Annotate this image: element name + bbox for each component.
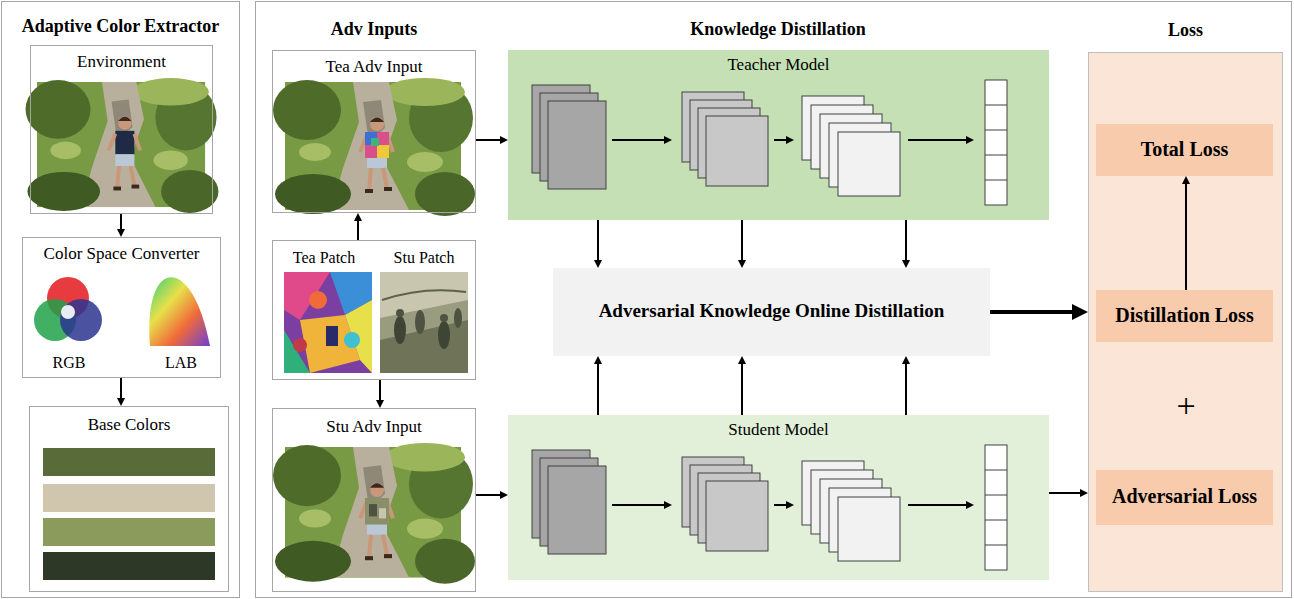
node-text: Adversarial Loss [1112, 485, 1257, 507]
process-box: Adversarial Knowledge Online Distillatio… [553, 268, 990, 356]
node-text: LAB [165, 354, 197, 371]
text-slot: LAB [155, 354, 207, 372]
text-slot: Adv Inputs [273, 19, 475, 40]
loss-box: Adversarial Loss [1096, 470, 1273, 525]
arrow [476, 494, 500, 496]
image-box: Stu Adv Input [272, 408, 476, 592]
arrow [597, 364, 599, 415]
model-band: Student Model [508, 415, 1049, 580]
node-text: Adaptive Color Extractor [22, 16, 220, 36]
arrow [1049, 492, 1080, 494]
arrow [379, 380, 381, 400]
column-heading: Knowledge Distillation [690, 19, 866, 39]
node-text: Teacher Model [727, 55, 829, 74]
text-slot: Color Space Converter [23, 244, 220, 264]
text-slot: + [1160, 386, 1212, 425]
node-text: Environment [77, 52, 166, 71]
text-slot: Environment [31, 52, 212, 72]
text-slot: Distillation Loss [1096, 304, 1273, 327]
band-fill [1088, 52, 1283, 592]
arrow [476, 139, 500, 141]
node-text: Tea Patch [293, 249, 355, 266]
loss-box: Total Loss [1096, 124, 1273, 176]
model-band: Teacher Model [508, 50, 1049, 220]
panel: Adaptive Color ExtractorEnvironmentColor… [1, 1, 240, 598]
text-slot: Adaptive Color Extractor [2, 16, 239, 37]
text-slot: Knowledge Distillation [560, 19, 996, 40]
text-slot: Total Loss [1096, 138, 1273, 161]
arrow [120, 378, 122, 398]
image-box: Color Space ConverterRGB LAB [22, 237, 221, 378]
arrow [120, 214, 122, 229]
image-box: Base Colors [29, 406, 229, 592]
column-heading: Adv Inputs [331, 19, 418, 39]
text-slot: RGB [43, 354, 95, 372]
node-text: RGB [53, 354, 86, 371]
text-slot: Adversarial Loss [1096, 485, 1273, 508]
node-text: Student Model [728, 420, 829, 439]
image-box: Tea Adv Input [272, 50, 476, 213]
loss-panel: LossTotal LossDistillation LossAdversari… [1088, 52, 1283, 592]
text-slot: Tea Adv Input [273, 57, 475, 77]
node-text: Adversarial Knowledge Online Distillatio… [599, 300, 945, 321]
arrow [597, 220, 599, 260]
text-slot: Loss [1089, 20, 1282, 41]
text-slot: Adversarial Knowledge Online Distillatio… [561, 300, 982, 322]
arrow [741, 220, 743, 260]
text-slot: Teacher Model [508, 55, 1049, 75]
arrow [357, 221, 359, 240]
image-box: Tea Patch Stu Patch [272, 240, 476, 380]
node-text: Base Colors [88, 415, 171, 434]
arrow [741, 364, 743, 415]
node-text: Loss [1168, 20, 1203, 40]
plus-sign: + [1176, 387, 1195, 424]
band-fill [508, 50, 1049, 220]
node-text: Stu Adv Input [326, 417, 421, 436]
text-slot: Stu Adv Input [273, 417, 475, 437]
loss-box: Distillation Loss [1096, 290, 1273, 342]
text-slot: Tea Patch [275, 249, 373, 267]
arrow [1185, 184, 1187, 290]
text-slot: Base Colors [30, 415, 228, 435]
arrow [990, 310, 1072, 314]
node-text: Color Space Converter [44, 244, 200, 263]
node-text: Tea Adv Input [325, 57, 422, 76]
text-slot: Student Model [508, 420, 1049, 440]
node-text: Distillation Loss [1115, 304, 1253, 326]
text-slot: Stu Patch [375, 249, 473, 267]
band-fill [508, 415, 1049, 580]
arrow [905, 364, 907, 415]
node-text: Total Loss [1141, 138, 1229, 160]
image-box: Environment [30, 45, 213, 214]
arrow [905, 220, 907, 260]
node-text: Stu Patch [394, 249, 455, 266]
